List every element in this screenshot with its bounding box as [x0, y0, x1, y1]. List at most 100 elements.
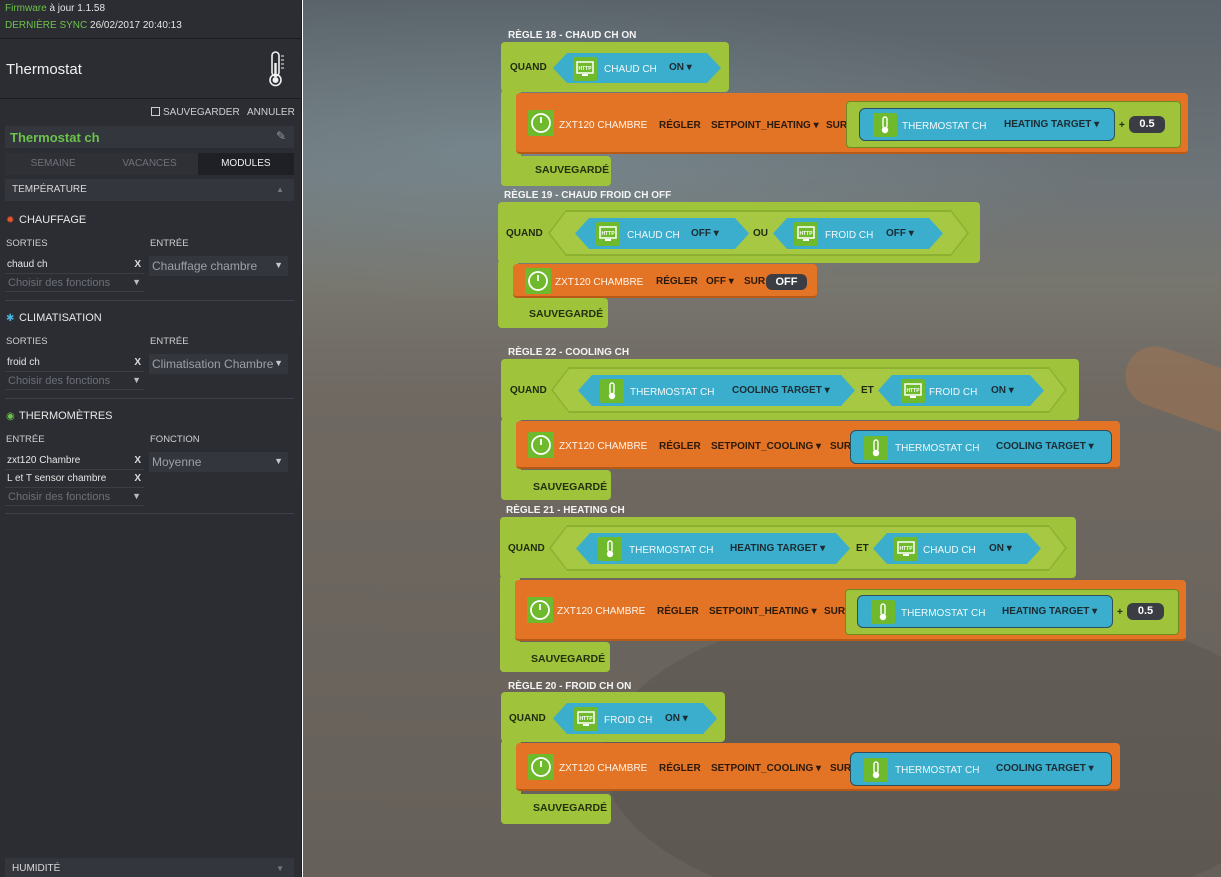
- firmware-label: Firmware: [5, 3, 47, 14]
- clim-input-value: Climatisation Chambre: [152, 357, 274, 371]
- rule-19-action-device: ZXT120 CHAMBRE: [555, 277, 644, 288]
- rules-canvas: RÈGLE 18 - CHAUD CH ON QUAND HTTP CHAUD …: [303, 0, 1221, 877]
- rule-19-on-label: SUR: [744, 276, 766, 287]
- thermometer-icon: [873, 113, 897, 137]
- rule-21-plus: +: [1117, 607, 1123, 618]
- chauffage-input-select[interactable]: Chauffage chambre ▼: [149, 256, 288, 276]
- thermometer-icon: [864, 436, 888, 460]
- gauge-icon: [528, 754, 554, 780]
- clim-heading: ✱CLIMATISATION: [6, 312, 102, 324]
- rule-22-and-label: ET: [861, 385, 874, 396]
- rule-18-target-device: THERMOSTAT CH: [902, 121, 987, 132]
- save-icon: [151, 107, 160, 116]
- chauffage-output-select[interactable]: Choisir des fonctions ▼: [5, 274, 144, 292]
- clim-output-select[interactable]: Choisir des fonctions ▼: [5, 372, 144, 390]
- rule-22-cond1-device: THERMOSTAT CH: [630, 387, 715, 398]
- rule-21-target-prop-dropdown[interactable]: HEATING TARGET ▾: [1002, 606, 1098, 617]
- tab-modules[interactable]: MODULES: [197, 153, 294, 175]
- thermo-input-value: zxt120 Chambre: [7, 455, 81, 466]
- chauffage-title: CHAUFFAGE: [19, 214, 87, 226]
- rule-19-cond1-value-dropdown[interactable]: OFF ▾: [691, 228, 719, 239]
- rule-20-title: RÈGLE 20 - FROID CH ON: [508, 681, 632, 692]
- rule-19-setpoint-dropdown[interactable]: OFF ▾: [706, 276, 734, 287]
- rule-20-target-prop-dropdown[interactable]: COOLING TARGET ▾: [996, 763, 1094, 774]
- rule-18-setpoint-dropdown[interactable]: SETPOINT_HEATING ▾: [711, 120, 819, 131]
- chevron-down-icon: ▼: [132, 375, 141, 385]
- tab-semaine[interactable]: SEMAINE: [5, 153, 102, 175]
- rule-21-cond1-value-dropdown[interactable]: HEATING TARGET ▾: [730, 543, 826, 554]
- rule-22-condition-1[interactable]: [578, 375, 855, 406]
- rule-19-target-value[interactable]: OFF: [766, 274, 807, 290]
- chauffage-outputs-label: SORTIES: [6, 238, 48, 249]
- svg-text:HTTP: HTTP: [899, 546, 913, 552]
- save-button[interactable]: SAUVEGARDER: [151, 107, 240, 118]
- sun-icon: ✹: [6, 215, 15, 226]
- rule-22-cond2-value-dropdown[interactable]: ON ▾: [991, 385, 1014, 396]
- gauge-icon: ◉: [6, 411, 15, 422]
- rule-18-target[interactable]: [859, 108, 1115, 141]
- rule-19-cond2-value-dropdown[interactable]: OFF ▾: [886, 228, 914, 239]
- rule-21-when-label: QUAND: [508, 543, 545, 554]
- rule-22-cond1-value-dropdown[interactable]: COOLING TARGET ▾: [732, 385, 830, 396]
- rule-19-cond1-value: OFF: [691, 228, 711, 239]
- thermometer-icon: [598, 537, 622, 561]
- chauffage-input-value: Chauffage chambre: [152, 259, 258, 273]
- rule-21-cond2-value-dropdown[interactable]: ON ▾: [989, 543, 1012, 554]
- sync-label: DERNIÈRE SYNC: [5, 20, 88, 31]
- thermo-function-select[interactable]: Moyenne ▼: [149, 452, 288, 472]
- rule-18-cond-value: ON: [669, 62, 684, 73]
- chauffage-heading: ✹ CHAUFFAGE: [6, 214, 86, 226]
- rule-22-target-prop-dropdown[interactable]: COOLING TARGET ▾: [996, 441, 1094, 452]
- remove-x-icon[interactable]: X: [134, 357, 141, 368]
- snowflake-icon: ✱: [6, 313, 15, 324]
- rule-21-target[interactable]: [857, 595, 1113, 628]
- rule-21-cond1-device: THERMOSTAT CH: [629, 545, 714, 556]
- rule-19-title: RÈGLE 19 - CHAUD FROID CH OFF: [504, 190, 672, 201]
- chevron-down-icon: ▼: [274, 260, 283, 270]
- thermo-input-select[interactable]: Choisir des fonctions ▼: [5, 488, 144, 506]
- cancel-button[interactable]: ANNULER: [247, 107, 295, 118]
- rule-21-saved-block: [500, 642, 610, 672]
- section-temperature[interactable]: TEMPÉRATURE ▲: [5, 179, 294, 201]
- thermo-input-tag: L et T sensor chambre X: [5, 470, 144, 488]
- rule-20-setpoint-dropdown[interactable]: SETPOINT_COOLING ▾: [711, 763, 822, 774]
- thermometer-icon: [864, 758, 888, 782]
- rule-22-target[interactable]: [850, 430, 1112, 464]
- tab-vacances[interactable]: VACANCES: [101, 153, 198, 175]
- rule-22-setpoint-dropdown[interactable]: SETPOINT_COOLING ▾: [711, 441, 822, 452]
- remove-x-icon[interactable]: X: [134, 259, 141, 270]
- rule-20-cond-value-dropdown[interactable]: ON ▾: [665, 713, 688, 724]
- rule-18-target-prop-dropdown[interactable]: HEATING TARGET ▾: [1004, 119, 1100, 130]
- edit-pencil-icon[interactable]: ✎: [276, 129, 287, 143]
- rule-22-saved-block: [501, 470, 611, 500]
- remove-x-icon[interactable]: X: [134, 473, 141, 484]
- section-humidity[interactable]: HUMIDITÉ ▼: [5, 858, 294, 877]
- http-icon: HTTP: [794, 222, 818, 246]
- sidebar: Firmware à jour 1.1.58 DERNIÈRE SYNC 26/…: [0, 0, 302, 877]
- rule-18-cond-value-dropdown[interactable]: ON ▾: [669, 62, 692, 73]
- sync-value: 26/02/2017 20:40:13: [90, 20, 182, 31]
- svg-text:HTTP: HTTP: [799, 231, 813, 237]
- http-icon: HTTP: [596, 222, 620, 246]
- rule-18-offset[interactable]: 0.5: [1129, 116, 1165, 133]
- clim-input-label: ENTRÉE: [150, 336, 189, 347]
- rule-21-cond2-device: CHAUD CH: [923, 545, 976, 556]
- clim-input-select[interactable]: Climatisation Chambre ▼: [149, 354, 288, 374]
- divider: [5, 513, 294, 514]
- http-icon: HTTP: [574, 707, 598, 731]
- rule-21-offset[interactable]: 0.5: [1127, 603, 1164, 620]
- rule-20-target[interactable]: [850, 752, 1112, 786]
- background-starfish: [1116, 337, 1221, 443]
- rule-19-cond2-value: OFF: [886, 228, 906, 239]
- remove-x-icon[interactable]: X: [134, 455, 141, 466]
- thermometer-icon: [871, 600, 895, 624]
- rule-19-or-label: OU: [753, 228, 768, 239]
- rule-21-setpoint-dropdown[interactable]: SETPOINT_HEATING ▾: [709, 606, 817, 617]
- divider: [5, 398, 294, 399]
- section-humidity-label: HUMIDITÉ: [12, 863, 61, 874]
- firmware-version: à jour 1.1.58: [49, 3, 106, 14]
- thermo-input-tag: zxt120 Chambre X: [5, 452, 144, 470]
- rule-21-and-label: ET: [856, 543, 869, 554]
- rule-21-setpoint: SETPOINT_HEATING: [709, 606, 809, 617]
- http-icon: HTTP: [573, 57, 597, 81]
